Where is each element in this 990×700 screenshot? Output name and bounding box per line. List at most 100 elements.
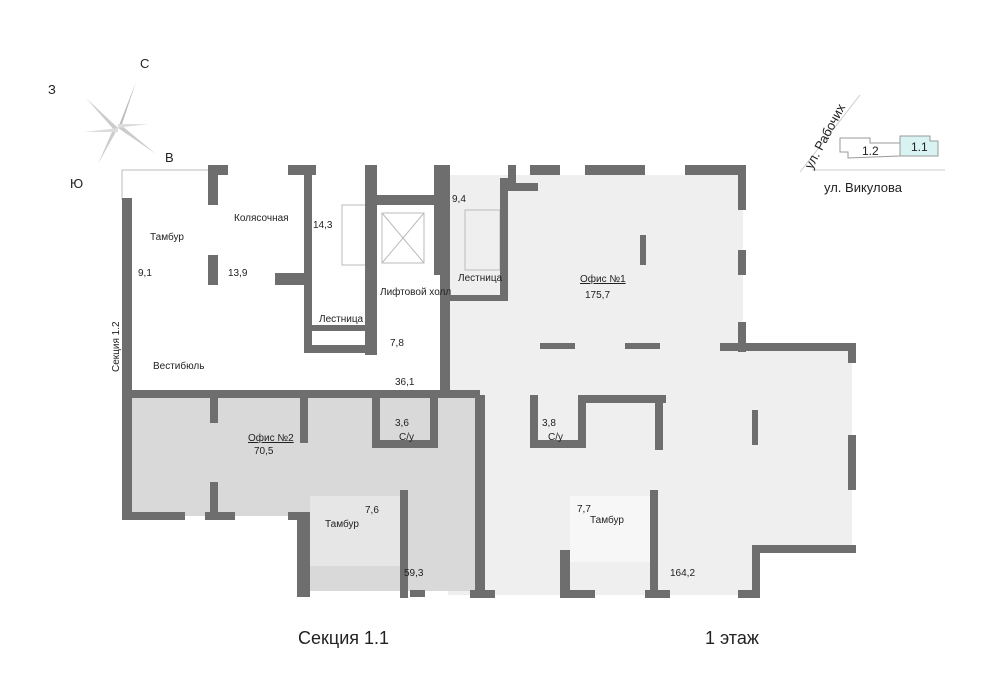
room-name: С/у [548,432,563,443]
room-name: Лестница [319,314,364,325]
wall [400,490,408,598]
wall [205,512,235,520]
wall [530,165,560,175]
site-section-1-1: 1.1 [911,140,928,154]
vestibule-fill [570,496,655,562]
wall [720,343,855,351]
wall [848,343,856,363]
room-area: 9,1 [138,268,152,279]
wall [500,178,508,300]
wall [440,295,508,301]
wall [540,343,575,349]
wall [372,440,438,448]
floor-title: 1 этаж [705,628,759,648]
section-title: Секция 1.1 [298,628,389,648]
wall [297,512,310,597]
wall [560,550,570,598]
office2-lower-area: 59,3 [404,568,424,579]
compass-west: З [48,82,56,97]
room-name: С/у [399,432,414,443]
room-fills [130,175,852,595]
wall [530,440,586,448]
room-area: 7,7 [577,504,591,515]
wall [300,398,308,443]
wall [208,165,218,205]
wall [625,343,660,349]
wall [508,165,516,190]
wall [365,165,377,355]
room-name: Тамбур [590,514,624,526]
room-area: 14,3 [313,220,333,231]
room-area: 3,8 [542,418,556,429]
wall [208,165,228,175]
wall [304,325,376,331]
walls [122,165,856,598]
wall [372,395,380,447]
wall [738,322,746,352]
office-name: Офис №2 [248,432,294,444]
wall [475,395,485,598]
wall [275,273,305,285]
wall [752,410,758,445]
room-name: Лифтовой холл [380,286,451,298]
room-name: Тамбур [325,518,359,530]
room-labels: Тамбур9,1Колясочная13,914,3ЛестницаЛифто… [138,194,695,579]
wall [565,590,595,598]
wall [508,183,538,191]
wall [125,390,480,398]
neighbor-section-label: Секция 1.2 [111,321,122,372]
wall [738,165,746,210]
wall [210,482,218,512]
street-rabochikh: ул. Рабочих [801,101,848,172]
wall [208,255,218,285]
wall [586,395,666,403]
wall [645,590,670,598]
wall [430,395,438,447]
room-area: 7,8 [390,338,404,349]
room-name: Вестибюль [153,360,204,372]
wall [434,165,444,275]
room-name: Тамбур [150,231,184,243]
wall [122,198,132,520]
room-name: Колясочная [234,213,289,224]
wall [848,435,856,490]
compass-north: С [140,56,149,71]
room-area: 7,6 [365,505,379,516]
wall [738,250,746,275]
wall [440,165,450,395]
wall [640,235,646,265]
office1-fill [485,395,755,595]
wall [585,165,645,175]
wall [530,395,538,445]
wall [125,512,185,520]
wall [288,165,316,175]
wall [760,545,856,553]
office-name: Офис №1 [580,273,626,285]
room-area: 36,1 [395,377,415,388]
compass-east: В [165,150,174,165]
office1-lower-area: 164,2 [670,568,695,579]
wall [410,590,425,597]
wall [304,345,376,353]
street-vikulova: ул. Викулова [824,180,903,195]
wall [685,165,745,175]
compass-rose-icon [84,82,156,164]
room-area: 175,7 [585,290,610,301]
room-area: 9,4 [452,194,466,205]
office1-fill [740,350,852,548]
room-area: 13,9 [228,268,248,279]
room-name: Лестница [458,273,503,284]
wall [210,398,218,423]
room-area: 3,6 [395,418,409,429]
wall [738,590,760,598]
vestibule-fill [310,496,400,566]
compass-south: Ю [70,176,83,191]
site-plan: 1.2 1.1 ул. Рабочих ул. Викулова [799,94,945,195]
wall [650,490,658,598]
wall [655,395,663,450]
site-section-1-2: 1.2 [862,144,879,158]
wall [470,590,495,598]
wall [304,175,312,350]
wall [365,195,445,205]
